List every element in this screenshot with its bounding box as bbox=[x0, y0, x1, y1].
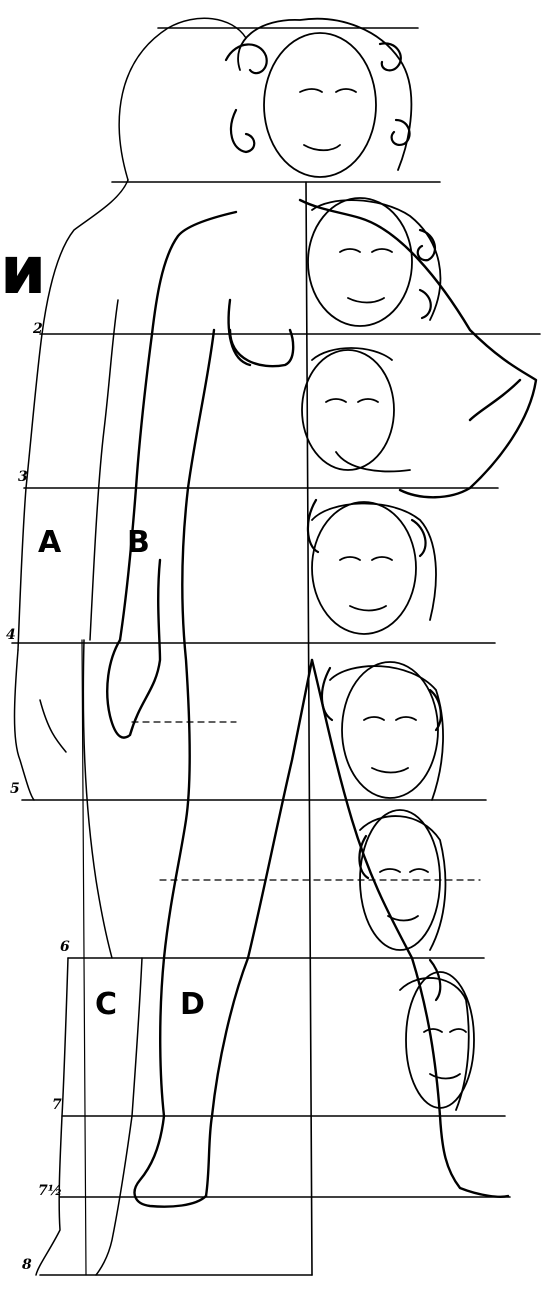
center-line bbox=[306, 182, 312, 1275]
head-unit-mark-7: 7 bbox=[52, 1098, 62, 1112]
head-3 bbox=[302, 348, 410, 471]
region-label-c: C bbox=[95, 990, 117, 1020]
region-label-b: B bbox=[127, 528, 150, 558]
head-4 bbox=[312, 502, 436, 634]
head-unit-mark-6: 6 bbox=[60, 940, 70, 954]
guide-lines bbox=[12, 28, 540, 1275]
title-fragment: и bbox=[0, 238, 44, 304]
head-unit-mark-4: 4 bbox=[6, 628, 16, 642]
region-label-a: A bbox=[38, 528, 61, 558]
head-unit-mark-3: 3 bbox=[18, 470, 28, 484]
head-unit-mark-7-half: 7½ bbox=[38, 1184, 62, 1198]
hair-texture bbox=[226, 43, 441, 1000]
head-unit-mark-2: 2 bbox=[33, 322, 43, 336]
head-unit-mark-5: 5 bbox=[10, 782, 20, 796]
region-label-d: D bbox=[180, 990, 205, 1020]
dashed-guides bbox=[132, 722, 480, 880]
head-unit-mark-8: 8 bbox=[22, 1258, 32, 1272]
head-5 bbox=[330, 662, 443, 800]
back-figure-outline bbox=[15, 18, 247, 1275]
